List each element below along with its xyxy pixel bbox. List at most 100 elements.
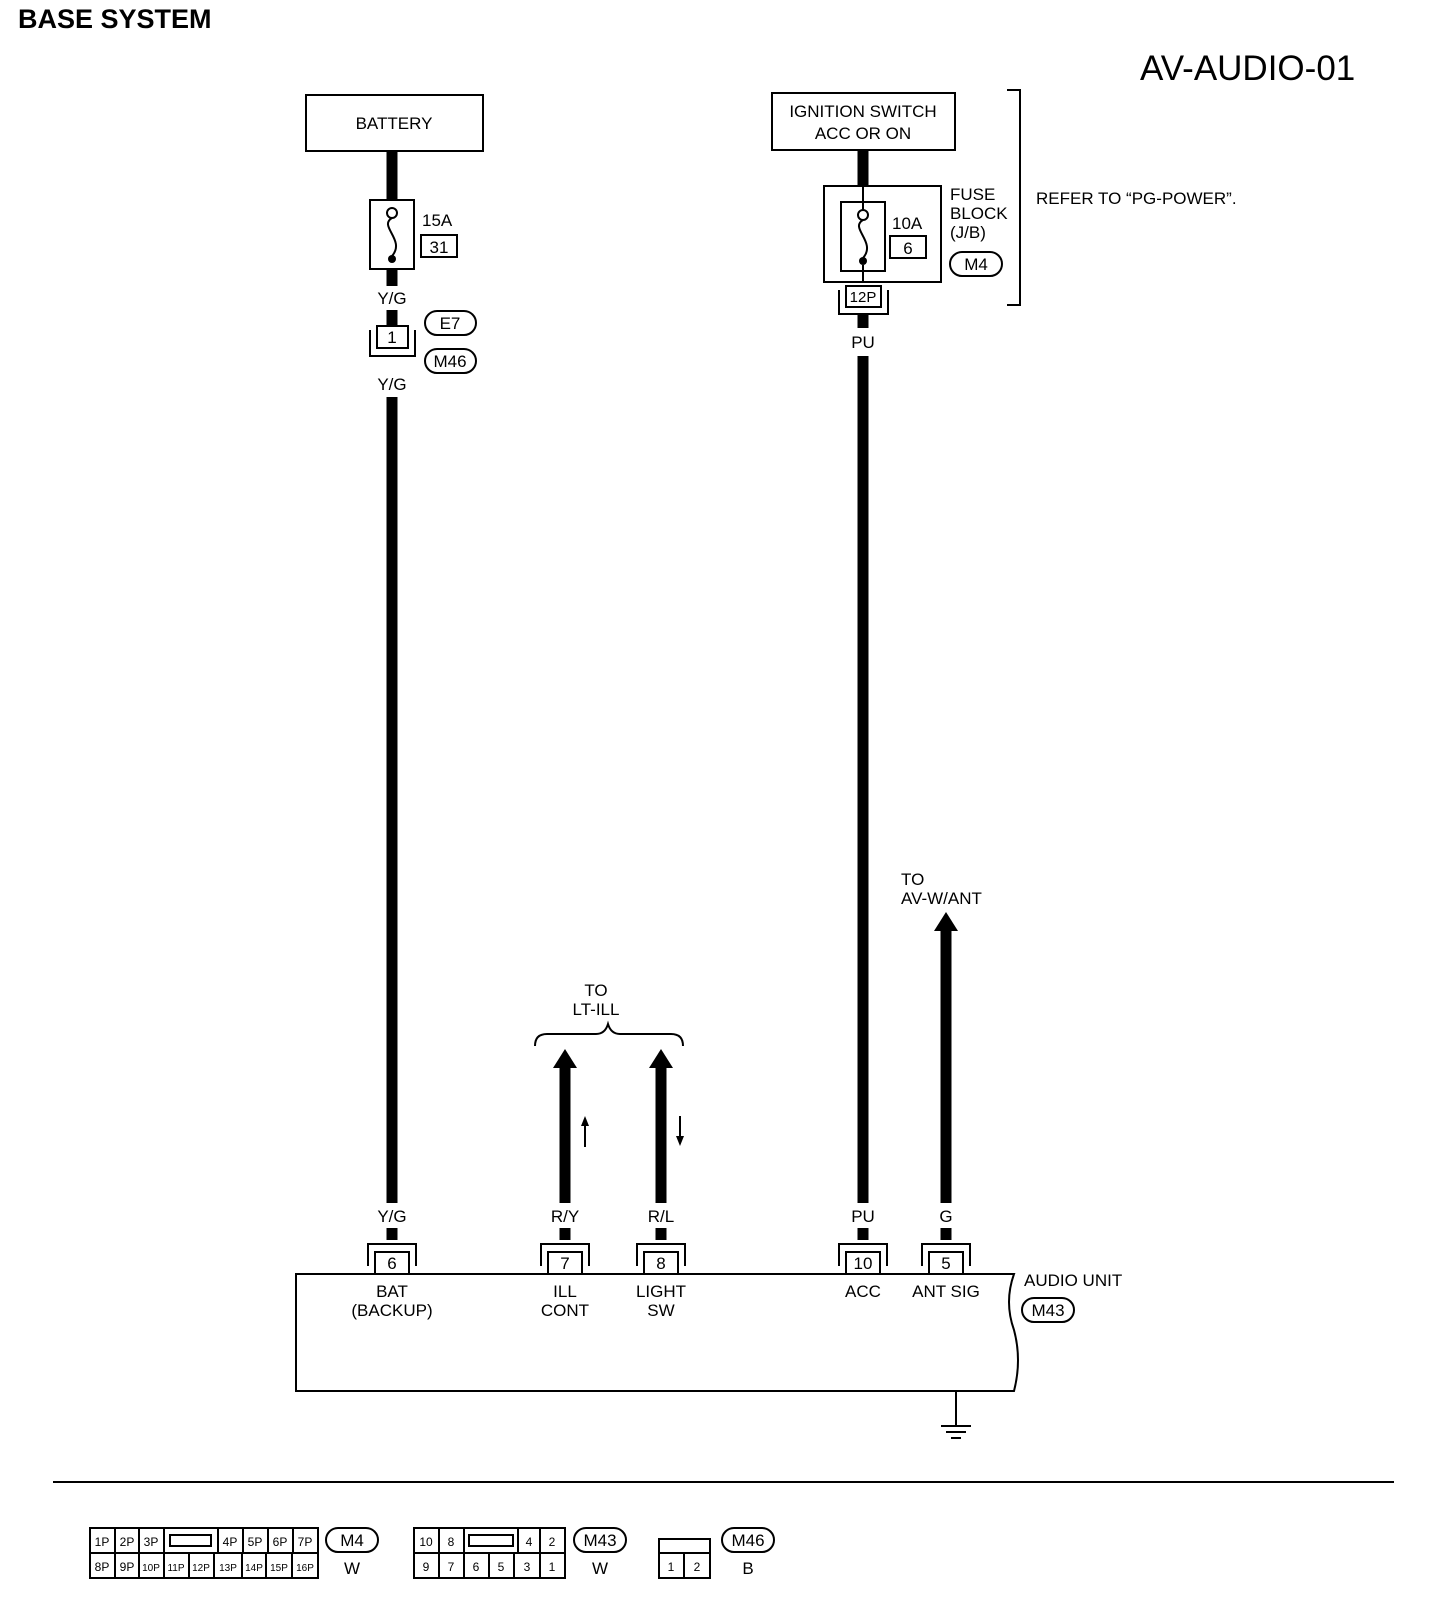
terminal-label-acc: ACC bbox=[845, 1282, 881, 1301]
fuse-10a-rating: 10A bbox=[892, 214, 923, 233]
ant-name: AV-W/ANT bbox=[901, 889, 982, 908]
terminal-ant-sig bbox=[921, 1243, 971, 1275]
m43-view-color: W bbox=[592, 1559, 608, 1578]
terminal-num-7: 7 bbox=[560, 1254, 569, 1273]
m4-pin: 11P bbox=[167, 1563, 184, 1574]
arrow-up-rl bbox=[649, 1049, 673, 1068]
m43-pin: 9 bbox=[423, 1560, 430, 1574]
ignition-label-1: IGNITION SWITCH bbox=[789, 102, 936, 121]
m43-view-badge bbox=[573, 1527, 627, 1553]
diagram-id: AV-AUDIO-01 bbox=[1140, 49, 1355, 88]
audio-unit-box bbox=[295, 1273, 1019, 1392]
m46-pin: 2 bbox=[694, 1560, 701, 1574]
fuse-15a bbox=[369, 199, 415, 270]
m4-view-badge bbox=[325, 1527, 379, 1553]
m4-pin: 2P bbox=[120, 1535, 135, 1549]
wire-label-yg-c: Y/G bbox=[377, 1207, 406, 1226]
joint-terminal-box bbox=[376, 325, 409, 349]
fuse-block-label-1: FUSE bbox=[950, 185, 995, 204]
m43-pin: 6 bbox=[473, 1560, 480, 1574]
m46-pin: 1 bbox=[668, 1560, 675, 1574]
refer-note: REFER TO “PG-POWER”. bbox=[1036, 189, 1237, 208]
m4-view-color: W bbox=[344, 1559, 360, 1578]
m43-pin: 4 bbox=[526, 1535, 533, 1549]
ground-icon bbox=[941, 1391, 971, 1439]
fuse-6-number: 6 bbox=[903, 239, 912, 258]
terminal-label-bat: BAT bbox=[376, 1282, 408, 1301]
m43-pin: 7 bbox=[448, 1560, 455, 1574]
ant-to: TO bbox=[901, 870, 924, 889]
m4-pin: 6P bbox=[273, 1535, 288, 1549]
terminal-num-5: 5 bbox=[941, 1254, 950, 1273]
fuse-31-number: 31 bbox=[430, 238, 449, 257]
joint-bracket bbox=[369, 330, 416, 357]
terminal-12p-box bbox=[845, 285, 882, 308]
lt-ill-name: LT-ILL bbox=[573, 1000, 620, 1019]
m43-pin: 1 bbox=[549, 1560, 556, 1574]
joint-terminal-number: 1 bbox=[387, 328, 396, 347]
m4-pin: 13P bbox=[219, 1563, 237, 1574]
m43-pin: 8 bbox=[448, 1535, 455, 1549]
m43-view-id: M43 bbox=[583, 1531, 616, 1550]
fuse-block-label-3: (J/B) bbox=[950, 223, 986, 242]
battery-label: BATTERY bbox=[356, 114, 433, 133]
conn-e7-badge bbox=[424, 310, 477, 336]
terminal-label-cont: CONT bbox=[541, 1301, 589, 1320]
m43-pin: 10 bbox=[419, 1535, 433, 1549]
m46-view-id: M46 bbox=[731, 1531, 764, 1550]
connector-view-m43 bbox=[413, 1527, 566, 1579]
battery-box bbox=[305, 94, 484, 152]
signal-direction-up-icon bbox=[581, 1116, 589, 1147]
lt-ill-brace bbox=[534, 1020, 684, 1047]
conn-e7-label: E7 bbox=[440, 314, 461, 333]
m4-pin: 8P bbox=[95, 1560, 110, 1574]
refer-bracket bbox=[1007, 89, 1021, 306]
connector-view-m4 bbox=[89, 1527, 319, 1579]
m4-pin: 1P bbox=[95, 1535, 110, 1549]
m43-pin: 2 bbox=[549, 1535, 556, 1549]
fuse-block-label-2: BLOCK bbox=[950, 204, 1008, 223]
conn-m43-label: M43 bbox=[1031, 1301, 1064, 1320]
conn-m4-label: M4 bbox=[964, 255, 988, 274]
wire-label-rl: R/L bbox=[648, 1207, 674, 1226]
m4-pin: 5P bbox=[248, 1535, 263, 1549]
wire-label-pu-a: PU bbox=[851, 333, 875, 352]
conn-m46-badge bbox=[424, 348, 477, 374]
terminal-bat bbox=[367, 1243, 417, 1275]
wire-label-pu-b: PU bbox=[851, 1207, 875, 1226]
fuse-6-box bbox=[889, 235, 927, 259]
m4-pin: 7P bbox=[298, 1535, 313, 1549]
terminal-label-backup: (BACKUP) bbox=[351, 1301, 432, 1320]
fuse-10a bbox=[840, 186, 886, 282]
conn-m4-badge bbox=[949, 251, 1003, 277]
m46-view-badge bbox=[721, 1527, 775, 1553]
connector-view-m46 bbox=[658, 1538, 711, 1579]
terminal-num-8: 8 bbox=[656, 1254, 665, 1273]
m4-pin: 10P bbox=[142, 1563, 160, 1574]
audio-unit-name: AUDIO UNIT bbox=[1024, 1271, 1122, 1290]
terminal-label-light: LIGHT bbox=[636, 1282, 686, 1301]
wire-label-yg-b: Y/G bbox=[377, 375, 406, 394]
m43-pin: 5 bbox=[498, 1560, 505, 1574]
m4-pin: 15P bbox=[270, 1563, 288, 1574]
terminal-num-6: 6 bbox=[387, 1254, 396, 1273]
section-title: BASE SYSTEM bbox=[18, 4, 212, 34]
ignition-label-2: ACC OR ON bbox=[815, 124, 911, 143]
fuse-31-box bbox=[420, 234, 458, 258]
ignition-box bbox=[771, 92, 956, 151]
conn-m46-label: M46 bbox=[433, 352, 466, 371]
m43-pin: 3 bbox=[524, 1560, 531, 1574]
fuse-15a-rating: 15A bbox=[422, 211, 453, 230]
arrow-up-ry bbox=[553, 1049, 577, 1068]
m4-pin: 9P bbox=[120, 1560, 135, 1574]
lt-ill-to: TO bbox=[584, 981, 607, 1000]
terminal-label-sw: SW bbox=[647, 1301, 674, 1320]
signal-direction-down-icon bbox=[676, 1116, 684, 1146]
conn-m43-badge bbox=[1021, 1297, 1075, 1323]
m4-pin: 16P bbox=[296, 1563, 314, 1574]
wire-label-yg-a: Y/G bbox=[377, 289, 406, 308]
terminal-label-ant-sig: ANT SIG bbox=[912, 1282, 980, 1301]
terminal-label-ill: ILL bbox=[553, 1282, 577, 1301]
wire-label-ry: R/Y bbox=[551, 1207, 579, 1226]
